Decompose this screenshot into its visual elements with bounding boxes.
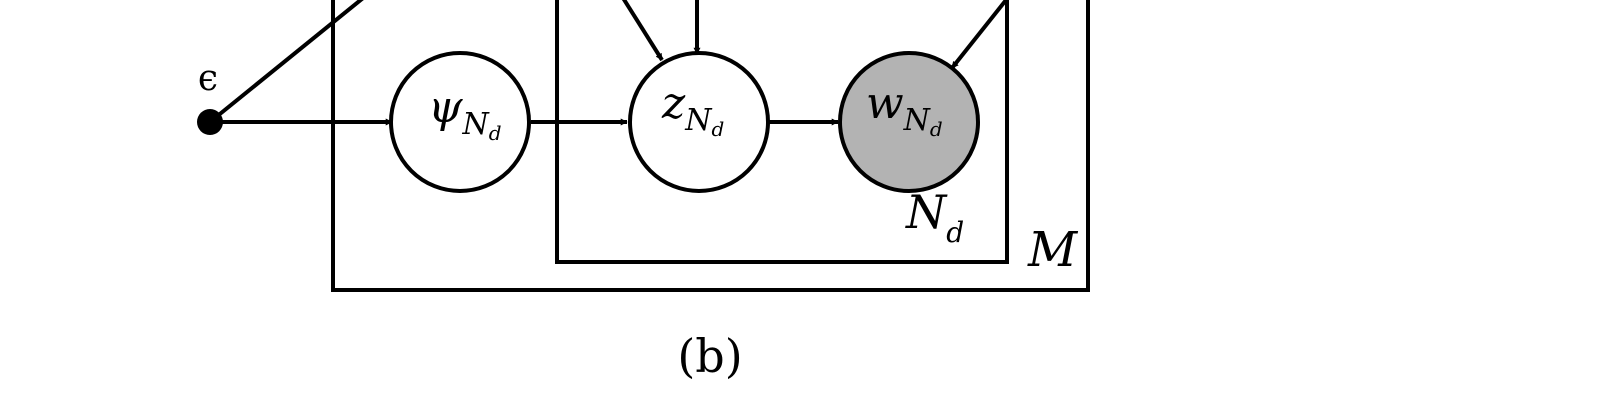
plate-inner: [555, 0, 1009, 264]
edge-top-to-w-diagonal: [950, 0, 1009, 70]
node-epsilon: [197, 109, 223, 135]
edge-top-to-z-diagonal: [621, 0, 664, 62]
plate-inner-label: Nd: [905, 185, 964, 249]
plate-outer-label: M: [1027, 222, 1079, 278]
edge-epsilon-upward: [208, 0, 364, 124]
node-psi-label: ψNd: [428, 82, 502, 145]
plate-outer: [331, 0, 1090, 292]
node-w-label: wNd: [866, 78, 943, 141]
node-z-label: zNd: [661, 78, 724, 141]
node-w: [838, 51, 980, 193]
figure-caption: (b): [677, 329, 742, 383]
node-psi: [389, 51, 531, 193]
node-z: [628, 51, 770, 193]
node-epsilon-label: ϵ: [198, 58, 218, 99]
